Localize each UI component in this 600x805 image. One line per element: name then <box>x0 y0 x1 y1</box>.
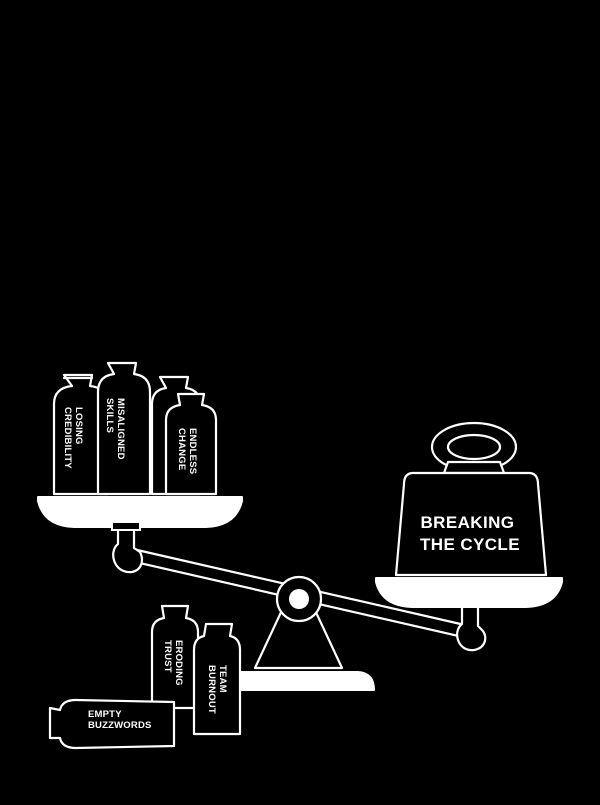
weight-breaking-the-cycle: BREAKING THE CYCLE <box>394 421 548 577</box>
weight-endless-change: ENDLESS CHANGE <box>164 392 218 496</box>
weight-misaligned-skills: MISALIGNED SKILLS <box>96 361 152 496</box>
weight-label: BURNOUT <box>206 665 217 714</box>
weight-label: BUZZWORDS <box>88 720 152 731</box>
weight-label: BREAKING <box>421 513 515 532</box>
svg-text:MISALIGNED SKILLS: MISALIGNED SKILLS <box>104 398 126 462</box>
right-pan <box>375 577 563 608</box>
svg-text:BREAKING THE CYCLE: BREAKING THE CYCLE <box>420 513 520 554</box>
scale-stand <box>239 606 375 691</box>
weight-label: CHANGE <box>176 428 187 470</box>
weight-label: ENDLESS <box>187 428 198 474</box>
svg-text:TEAM BURNOUT: TEAM BURNOUT <box>206 665 228 714</box>
svg-text:EMPTY BUZZWORDS: EMPTY BUZZWORDS <box>88 709 152 731</box>
weight-label: MISALIGNED <box>115 398 126 460</box>
weight-label: CREDIBILITY <box>62 407 73 469</box>
weight-team-burnout: TEAM BURNOUT <box>192 622 242 736</box>
weight-label: SKILLS <box>104 398 115 433</box>
svg-text:ERODING TRUST: ERODING TRUST <box>162 640 184 689</box>
weight-label: EMPTY <box>88 709 122 720</box>
weight-label: ERODING <box>173 640 184 686</box>
left-pan <box>37 496 243 531</box>
weight-empty-buzzwords: EMPTY BUZZWORDS <box>48 698 176 750</box>
weight-label: TRUST <box>162 640 173 673</box>
weight-label: THE CYCLE <box>420 535 520 554</box>
svg-text:LOSING CREDIBILITY: LOSING CREDIBILITY <box>62 407 84 469</box>
scale-beam <box>112 522 487 652</box>
svg-text:ENDLESS CHANGE: ENDLESS CHANGE <box>176 428 198 477</box>
scale-pivot-pin <box>289 589 309 609</box>
weight-label: TEAM <box>217 665 228 693</box>
weight-label: LOSING <box>73 407 84 445</box>
weight-eroding-trust: ERODING TRUST <box>150 604 200 710</box>
